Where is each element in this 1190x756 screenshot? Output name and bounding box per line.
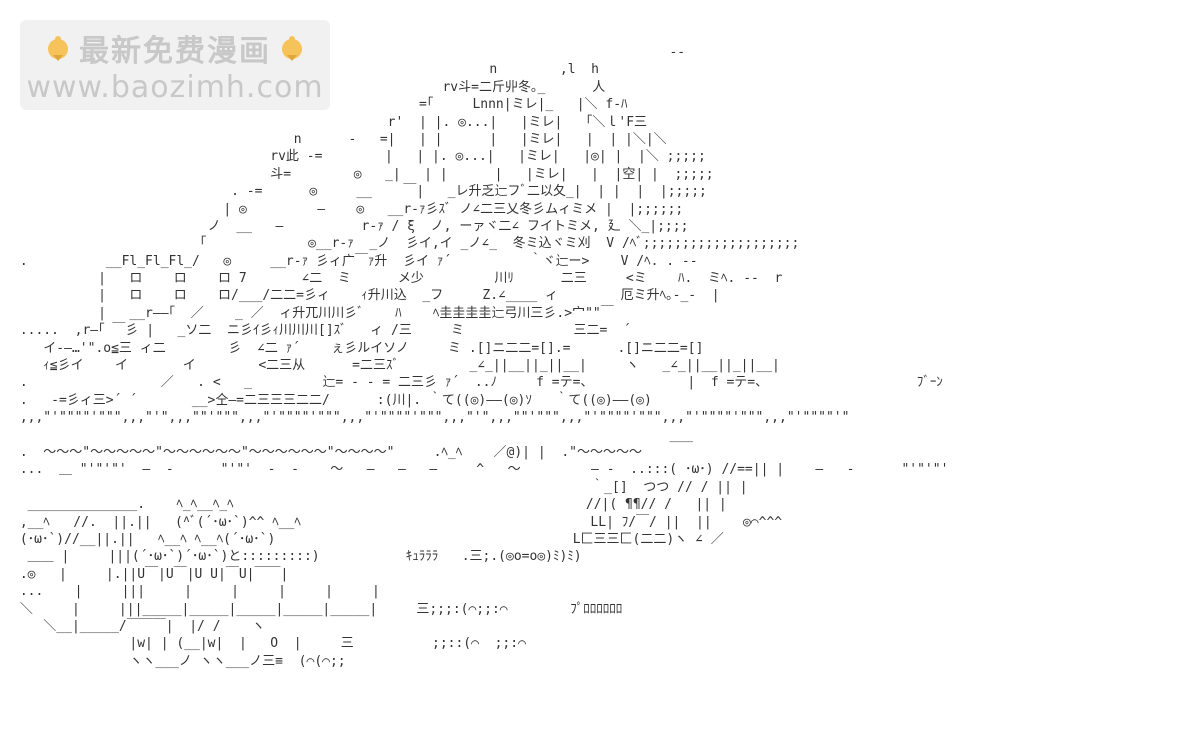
ascii-art-line: イ-―…'".o≦三 ィ二 彡 ∠二 ｧ´ ぇ彡ルイソノ ミ .[]ニ二二=[]… bbox=[12, 340, 704, 356]
ascii-art-line: ___ bbox=[12, 427, 693, 443]
ascii-art-line: rv斗=二斤丱冬｡_ 人 bbox=[12, 79, 606, 95]
ascii-art-line: n ,l h bbox=[12, 62, 599, 78]
pointing-hand-icon bbox=[282, 35, 302, 61]
pointing-hand-icon bbox=[48, 35, 68, 61]
ascii-art-line: . ～～～"～～～～～"～～～～～～"～～～～～～"～～～～" .ﾍ_ﾍ ／@)… bbox=[12, 444, 642, 460]
ascii-art-line: n - =| | | | |ミレ| | | |＼|＼ bbox=[12, 131, 667, 147]
ascii-art-line: ..... ,r―｢ ￣彡 | _ソ二 ニ彡ｲ彡ｨ川川川[]ｽﾞ ィ /三 ミ … bbox=[12, 323, 631, 339]
ascii-art-line: ノ __ ― r-ｧ / ξ ノ, ーァヾ二∠ フイトミメ, 廴 ＼_|;;;; bbox=[12, 218, 689, 234]
ascii-art-line: | ◎ ― ◎ __r-ｧ彡ｽﾞ ノ∠二三乂冬彡ムィミメ | |;;;;;; bbox=[12, 201, 684, 217]
watermark-title-row: 最新免费漫画 bbox=[43, 26, 307, 70]
ascii-art-line: ... ＿ "'"'"' ― - "'"' - - ～ ― ― ― ^ ～ ― … bbox=[12, 462, 949, 478]
ascii-art-line: ＼__|_____/￣￣￣| |/ / ヽ bbox=[12, 618, 265, 634]
ascii-art-scene: -- n ,l h rv斗=二斤丱冬｡_ 人 bbox=[12, 44, 949, 670]
ascii-art-line: ｢ ◎__r-ｧ _ノ 彡イ,イ _ノ∠_ 冬ミ込ヾミ刈 V /ﾍﾞ;;;;;;… bbox=[12, 236, 800, 252]
ascii-art-line: ,__ﾍ //. ||.|| (^ﾞ(´･ω･`)^^ ﾍ__ﾍ LL| ﾌ/￣… bbox=[12, 514, 783, 530]
ascii-art-line: ＼ | |||_____|_____|_____|_____|_____| 三;… bbox=[12, 601, 623, 617]
ascii-art-line: | __r――｢ ／ _ ／ ィ升兀川川彡ﾞ ﾊ ﾍ圭圭圭圭辷弓川三彡.>宀""… bbox=[12, 305, 614, 321]
ascii-art-line: .◎ | |.||U￣|U￣|U U|￣U|￣￣| bbox=[12, 566, 289, 582]
watermark-title: 最新免费漫画 bbox=[79, 33, 271, 69]
ascii-art-line: ,,,"'""""'""",,,"'",,,""'""",,,"'""""'""… bbox=[12, 410, 850, 426]
ascii-art-line: =｢ Lnnn|ミレ|_ |＼ f-ﾊ bbox=[12, 97, 628, 113]
ascii-art-line: . __Fl_Fl_Fl_/ ◎ __r-ｧ 彡ィ广￣ｧ升 彡イ ｧ´ ｀ヾ辷ー… bbox=[12, 253, 698, 269]
ascii-art-line: 斗= ◎ _| | | | |ミレ| | |空| | ;;;;; bbox=[12, 166, 714, 182]
ascii-art-line: -- bbox=[12, 45, 686, 60]
ascii-art-line: . ／ . < _ 辷= - - = 二三彡 ｧ´ ..ﾉ f =テ=、 | f… bbox=[12, 375, 943, 391]
ascii-art-line: ヽヽ___ノ ヽヽ___ノ三≡ (⌒(⌒;; bbox=[12, 653, 346, 669]
ascii-art-line: | ロ ロ ロ/___/二二=彡ィ ｨ升川込 _フ Z.∠____ ィ 厄ミ升ﾍ… bbox=[12, 288, 720, 304]
ascii-art-line: ｀_[] つつ // / || | bbox=[12, 479, 748, 495]
ascii-art-line: ... | ||| | | | | | bbox=[12, 584, 380, 600]
ascii-art-line: . -= ◎ __ ￣| _レ升乏辷フﾞ二以夂_| | | | |;;;;; bbox=[12, 184, 707, 200]
ascii-art-line: | ロ ロ ロ 7 ∠二 ミ メ少 川ﾘ 二三 <ミ ﾊ. ミﾍ. -- r bbox=[12, 271, 783, 287]
ascii-art-line: r' | |. ◎...| |ミレ| ｢＼ｌ'F三 bbox=[12, 114, 648, 130]
ascii-art-line: (･ω･`)//__||.|| ﾍ__ﾍ ﾍ__ﾍ(´･ω･`) L匚三三匚(二… bbox=[12, 531, 724, 547]
ascii-art-line: |w| | (__|w| | O | 三 ;;::(⌒ ;;:⌒ bbox=[12, 636, 526, 652]
ascii-art-line: . -=彡ィ三>´ ´ __>仝―=二三三三二二/ :(川|. ｀て((◎)――… bbox=[12, 392, 652, 408]
ascii-art-line: rv此 -= | | |. ◎...| |ミレ| |◎| | |＼ ;;;;; bbox=[12, 149, 706, 165]
watermark-url: www.baozimh.com bbox=[26, 69, 324, 105]
ascii-art-line: ＿＿ | |||(´･ω･`)´･ω･`)と:::::::::) ｷｭﾗﾗﾗ .… bbox=[12, 549, 582, 565]
ascii-art-line: ______________. ﾍ_ﾍ__ﾍ_ﾍ //|( ¶¶// / || … bbox=[12, 497, 727, 513]
ascii-art-line: ｨ≦彡イ イ イ <二三从 =二三ｽﾞ _∠_||__||_||__| ヽ _∠… bbox=[12, 358, 780, 374]
watermark-badge: 最新免费漫画 www.baozimh.com bbox=[20, 20, 330, 110]
